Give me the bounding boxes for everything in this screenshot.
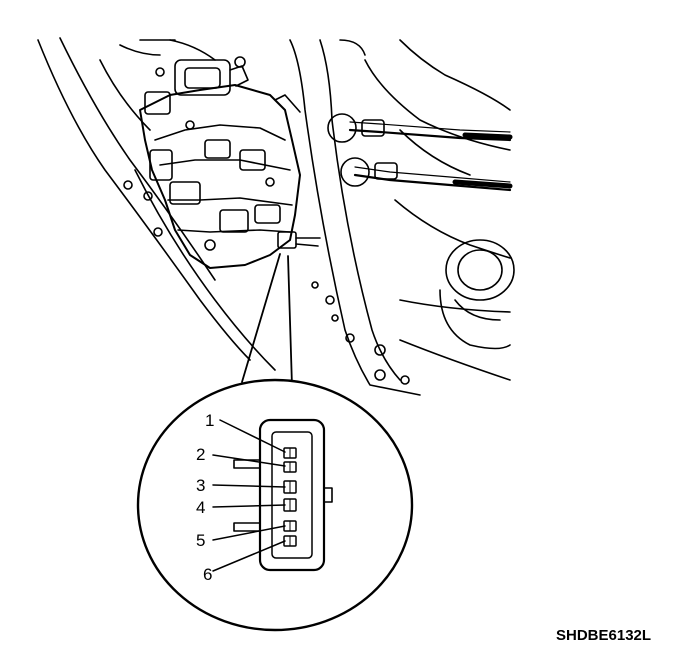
connector-inner	[271, 431, 313, 559]
callout-lines	[241, 253, 293, 387]
connector-detail	[233, 418, 333, 572]
pin-labels: 1 2 3 4 5 6	[196, 411, 214, 584]
pin-label-1: 1	[205, 411, 214, 430]
pin-label-5: 5	[196, 531, 205, 550]
connector-lug-lower	[233, 522, 261, 532]
pin-label-2: 2	[196, 445, 205, 464]
connector-latch	[323, 487, 333, 503]
pin-label-4: 4	[196, 498, 205, 517]
figure-code: SHDBE6132L	[556, 627, 651, 644]
pin-leaders	[212, 419, 286, 572]
engine-bay-illustration	[37, 37, 515, 396]
pin-label-3: 3	[196, 476, 205, 495]
terminal-pins	[283, 447, 297, 547]
pin-label-6: 6	[203, 565, 212, 584]
